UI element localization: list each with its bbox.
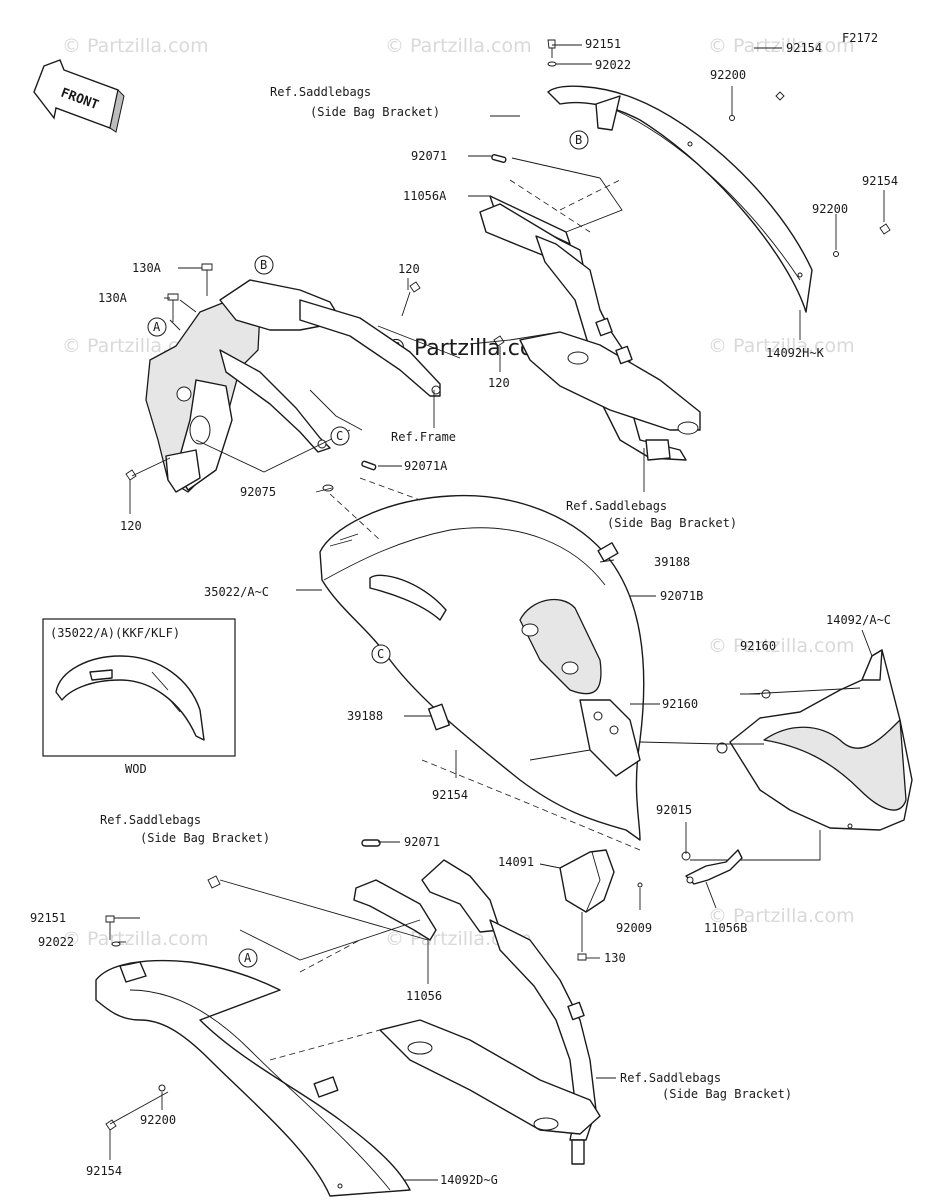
svg-text:C: C (336, 429, 343, 443)
ref-label: (Side Bag Bracket) (607, 516, 737, 530)
part-label: 130A (132, 261, 162, 275)
watermark-text: © Partzilla.com (708, 905, 855, 927)
cover-14091 (559, 849, 615, 913)
rear-frame-assembly (145, 279, 441, 493)
bolt-icon (105, 839, 381, 1131)
fender-side-cover (729, 649, 913, 831)
ref-label: Ref.Saddlebags (566, 499, 667, 513)
rear-fender (319, 494, 645, 841)
svg-text:B: B (575, 133, 582, 147)
part-label: 14092/A~C (826, 613, 891, 627)
bracket-11056 (353, 859, 501, 941)
part-label: 92154 (862, 174, 898, 188)
part-label: 11056A (403, 189, 447, 203)
part-label: 92151 (585, 37, 621, 51)
inset-caption: WOD (125, 762, 147, 776)
part-label: 92151 (30, 911, 66, 925)
washer-icon (637, 689, 771, 888)
ref-label: (Side Bag Bracket) (140, 831, 270, 845)
part-label: 130A (98, 291, 128, 305)
fender-trim-upper (547, 85, 813, 313)
svg-text:A: A (244, 951, 252, 965)
part-label: 35022/A~C (204, 585, 269, 599)
watermark-text: © Partzilla.com (708, 35, 855, 57)
watermark-text: © Partzilla.com (708, 335, 855, 357)
part-label: 92200 (140, 1113, 176, 1127)
watermark-text: © Partzilla.com (62, 928, 209, 950)
part-label: 11056B (704, 921, 747, 935)
ref-label: (Side Bag Bracket) (662, 1087, 792, 1101)
fender-trim-lower (95, 959, 411, 1197)
part-label: 39188 (654, 555, 690, 569)
svg-text:A: A (153, 320, 161, 334)
ref-label: Ref.Frame (391, 430, 456, 444)
part-label: 92071 (411, 149, 447, 163)
part-label: 14092D~G (440, 1173, 498, 1187)
svg-text:C: C (377, 647, 384, 661)
part-label: 92009 (616, 921, 652, 935)
part-label: 11056 (406, 989, 442, 1003)
diagram-code: F2172 (842, 31, 878, 45)
part-label: 92071 (404, 835, 440, 849)
part-label: 92022 (38, 935, 74, 949)
front-arrow-icon: FRONT (33, 59, 125, 133)
saddlebag-bracket-upper (519, 235, 701, 461)
svg-text:B: B (260, 258, 267, 272)
watermark-text: © Partzilla.com (708, 635, 855, 657)
part-label: 14092H~K (766, 346, 825, 360)
leader-lines (109, 44, 885, 1181)
ref-label: Ref.Saddlebags (100, 813, 201, 827)
part-label: 14091 (498, 855, 534, 869)
saddlebag-bracket-lower (379, 919, 601, 1165)
callout-c: C C (330, 426, 391, 664)
part-label: 92160 (662, 697, 698, 711)
bracket-11056b (685, 849, 743, 885)
ref-label: Ref.Saddlebags (270, 85, 371, 99)
inset-title: (35022/A)(KKF/KLF) (50, 626, 180, 640)
part-label: 120 (120, 519, 142, 533)
part-label: 120 (398, 262, 420, 276)
part-label: 92154 (432, 788, 468, 802)
callout-a: A A (147, 317, 258, 968)
part-label: 92154 (786, 41, 822, 55)
bolt-icon (125, 263, 505, 492)
ref-label: (Side Bag Bracket) (310, 105, 440, 119)
inset-box (42, 618, 236, 757)
part-label: 92022 (595, 58, 631, 72)
part-label: 92154 (86, 1164, 122, 1178)
part-label: 130 (604, 951, 626, 965)
part-label: 92071B (660, 589, 703, 603)
part-label: 92071A (404, 459, 448, 473)
part-label: 120 (488, 376, 510, 390)
part-label: 92200 (812, 202, 848, 216)
part-labels: 92151 92022 92154 92200 Ref.Saddlebags (… (30, 37, 898, 1187)
part-label: 92160 (740, 639, 776, 653)
callout-b: B B (254, 130, 589, 275)
part-label: 39188 (347, 709, 383, 723)
watermark-text: © Partzilla.com (385, 35, 532, 57)
part-label: 92075 (240, 485, 276, 499)
ref-label: Ref.Saddlebags (620, 1071, 721, 1085)
part-label: 92015 (656, 803, 692, 817)
watermark-text: © Partzilla.com (62, 35, 209, 57)
part-label: 92200 (710, 68, 746, 82)
